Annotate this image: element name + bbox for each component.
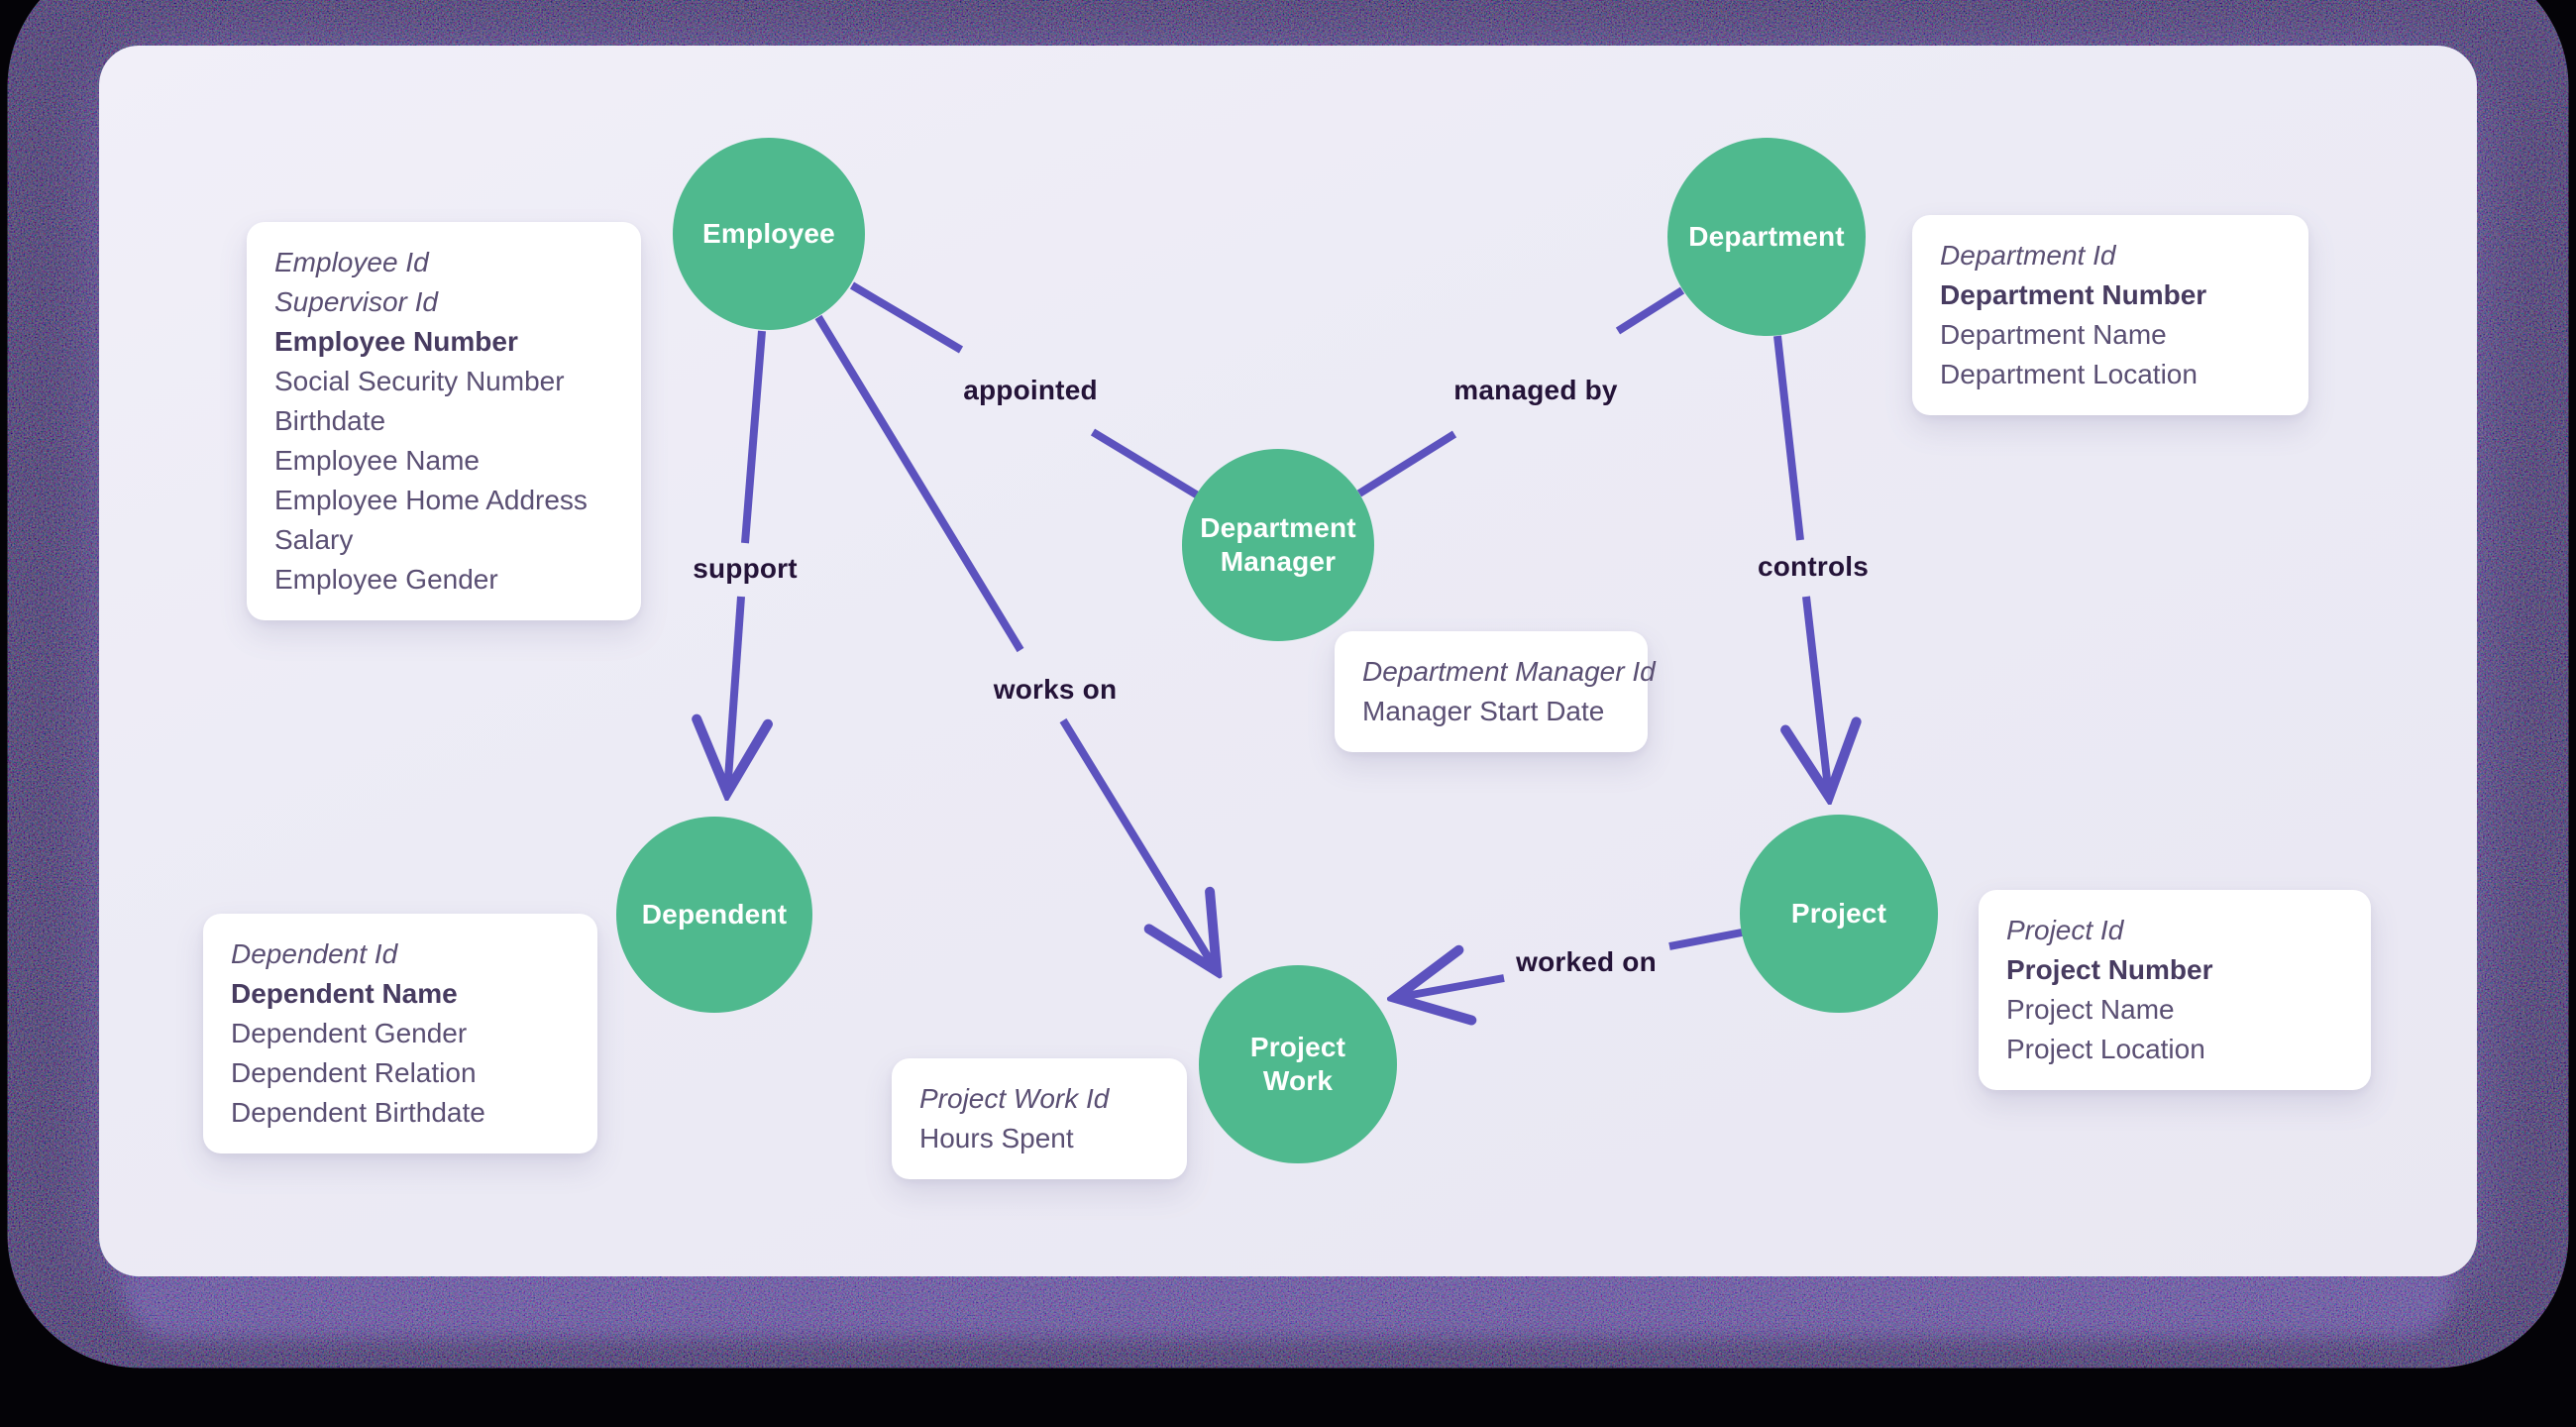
edge-worked-on [1395, 929, 1743, 998]
attribute-item: Employee Number [274, 326, 518, 357]
node-employee[interactable]: Employee [673, 138, 865, 330]
edge-label-appointed: appointed [963, 375, 1098, 405]
attribute-item: Project Work Id [919, 1083, 1110, 1114]
edge-label-controls: controls [1757, 551, 1870, 582]
attribute-item: Employee Id [274, 247, 429, 277]
attribute-item: Department Number [1940, 279, 2207, 310]
attribute-item: Dependent Id [231, 938, 398, 969]
edge-label-worked-on: worked on [1516, 946, 1657, 977]
attribute-card-project[interactable]: Project Id Project Number Project Name P… [1979, 890, 2371, 1090]
node-label: Project [1790, 898, 1887, 929]
attribute-item: Dependent Name [231, 978, 458, 1009]
edge-label-support: support [693, 553, 798, 584]
attribute-item: Department Id [1940, 240, 2116, 271]
attribute-item: Dependent Birthdate [231, 1097, 485, 1128]
attribute-item: Social Security Number [274, 366, 565, 396]
node-project[interactable]: Project [1740, 815, 1938, 1013]
attribute-item: Department Name [1940, 319, 2167, 350]
attribute-item: Manager Start Date [1362, 696, 1605, 726]
attribute-item: Salary [274, 524, 354, 555]
attribute-item: Dependent Gender [231, 1018, 468, 1048]
attribute-card-project-work[interactable]: Project Work Id Hours Spent [892, 1058, 1187, 1179]
node-project-work[interactable]: Project Work [1199, 965, 1397, 1163]
node-label: Department [1688, 221, 1845, 252]
attribute-item: Project Number [2006, 954, 2213, 985]
attribute-item: Project Name [2006, 994, 2175, 1025]
edge-label-managed-by: managed by [1453, 375, 1618, 405]
edge-appointed [849, 281, 1201, 499]
attribute-card-department-manager[interactable]: Department Manager Id Manager Start Date [1335, 631, 1656, 752]
attribute-item: Employee Home Address [274, 485, 588, 515]
node-dependent[interactable]: Dependent [616, 817, 812, 1013]
node-label: Dependent [641, 899, 788, 930]
attribute-item: Dependent Relation [231, 1057, 477, 1088]
edge-managed-by [1356, 286, 1685, 497]
node-department-manager[interactable]: Department Manager [1182, 449, 1374, 641]
attribute-item: Supervisor Id [274, 286, 438, 317]
attribute-item: Project Id [2006, 915, 2124, 945]
attribute-card-employee[interactable]: Employee Id Supervisor Id Employee Numbe… [247, 222, 641, 620]
edge-support [727, 330, 762, 793]
edge-works-on [814, 314, 1217, 971]
edge-controls [1773, 335, 1829, 797]
attribute-item: Project Location [2006, 1034, 2205, 1064]
attribute-item: Department Manager Id [1362, 656, 1656, 687]
attribute-item: Birthdate [274, 405, 386, 436]
edge-label-works-on: works on [993, 674, 1118, 705]
attribute-item: Employee Gender [274, 564, 498, 595]
attribute-item: Hours Spent [919, 1123, 1074, 1153]
attribute-card-department[interactable]: Department Id Department Number Departme… [1912, 215, 2308, 415]
node-label: Department Manager [1200, 512, 1356, 577]
attribute-item: Department Location [1940, 359, 2198, 389]
node-department[interactable]: Department [1667, 138, 1866, 336]
node-label: Employee [702, 218, 835, 249]
attribute-card-dependent[interactable]: Dependent Id Dependent Name Dependent Ge… [203, 914, 597, 1153]
attribute-item: Employee Name [274, 445, 480, 476]
node-label: Project Work [1249, 1032, 1346, 1096]
